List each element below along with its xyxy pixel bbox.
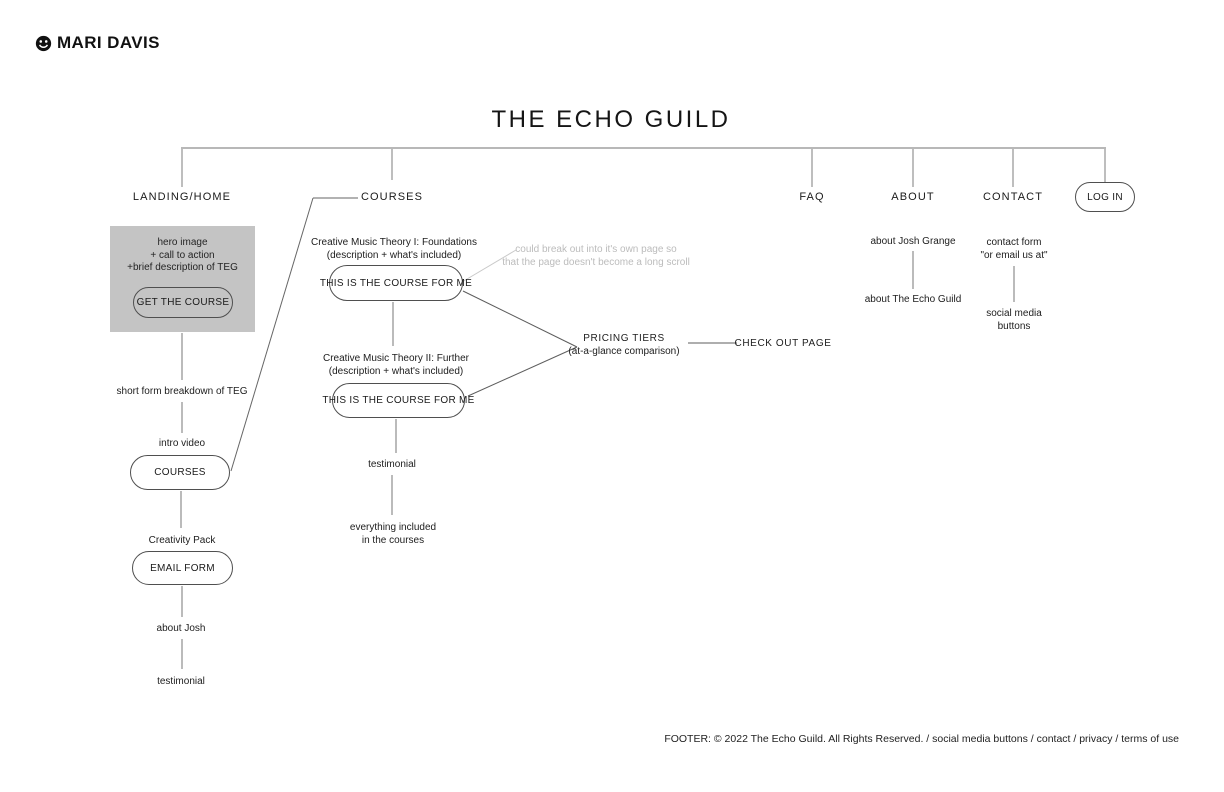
- contact-form-block: contact form "or email us at": [980, 237, 1047, 262]
- course1-block: Creative Music Theory I: Foundations (de…: [311, 237, 477, 262]
- landing-testimonial-label: testimonial: [157, 676, 205, 687]
- courses-testimonial-label: testimonial: [368, 459, 416, 470]
- landing-about-josh-label: about Josh: [156, 623, 206, 634]
- creativity-pack-label: Creativity Pack: [148, 535, 216, 546]
- smiley-icon: [35, 35, 52, 52]
- breakout-note-line-1: could break out into it's own page so: [515, 244, 677, 255]
- social-media-buttons-block: social media buttons: [986, 308, 1042, 333]
- course1-subtitle: (description + what's included): [326, 249, 462, 261]
- breakout-note-line-2: that the page doesn't become a long scro…: [502, 257, 690, 268]
- course1-title: Creative Music Theory I: Foundations: [310, 237, 478, 248]
- nav-contact: CONTACT: [982, 191, 1044, 203]
- course2-subtitle: (description + what's included): [328, 365, 464, 377]
- course1-cta-button[interactable]: THIS IS THE COURSE FOR ME: [320, 265, 472, 301]
- course1-to-pricing-line: [462, 290, 578, 348]
- hero-description: hero image + call to action +brief descr…: [127, 237, 238, 275]
- everything-included-label: everything included in the courses: [350, 522, 436, 547]
- breakout-note: could break out into it's own page so th…: [502, 243, 690, 269]
- social-media-line-1: social media: [986, 308, 1042, 319]
- nav-courses: COURSES: [360, 191, 424, 203]
- course2-title: Creative Music Theory II: Further: [323, 353, 469, 364]
- logo-text: MARI DAVIS: [57, 33, 160, 52]
- checkout-page-label: CHECK OUT PAGE: [734, 338, 832, 349]
- course2-to-pricing-line: [467, 346, 578, 397]
- page-title: THE ECHO GUILD: [491, 106, 731, 133]
- course2-cta-button[interactable]: THIS IS THE COURSE FOR ME: [322, 383, 474, 418]
- hero-section-box: hero image + call to action +brief descr…: [110, 226, 255, 332]
- get-the-course-button[interactable]: GET THE COURSE: [133, 287, 233, 318]
- contact-email-label: "or email us at": [980, 249, 1048, 261]
- logo: MARI DAVIS: [35, 33, 160, 53]
- hero-line-1: hero image: [157, 237, 208, 248]
- everything-included-line-1: everything included: [349, 522, 437, 533]
- course2-block: Creative Music Theory II: Further (descr…: [323, 353, 469, 378]
- nav-landing-home: LANDING/HOME: [132, 191, 232, 203]
- pricing-tiers-block: PRICING TIERS (at-a-glance comparison): [568, 333, 679, 358]
- everything-included-line-2: in the courses: [361, 534, 425, 546]
- contact-form-label: contact form: [986, 237, 1042, 248]
- email-form-button[interactable]: EMAIL FORM: [132, 551, 233, 585]
- about-josh-grange-label: about Josh Grange: [870, 236, 956, 247]
- landing-intro-video-label: intro video: [158, 438, 206, 449]
- landing-breakdown-label: short form breakdown of TEG: [116, 386, 248, 397]
- pricing-tiers-title: PRICING TIERS: [583, 333, 665, 344]
- pricing-tiers-subtitle: (at-a-glance comparison): [568, 345, 680, 357]
- hero-line-3: +brief description of TEG: [127, 262, 238, 273]
- login-button[interactable]: LOG IN: [1075, 182, 1135, 212]
- footer-note: FOOTER: © 2022 The Echo Guild. All Right…: [664, 733, 1179, 745]
- nav-faq: FAQ: [799, 191, 825, 203]
- hero-line-2: + call to action: [150, 249, 215, 261]
- about-the-echo-guild-label: about The Echo Guild: [864, 294, 962, 305]
- courses-button[interactable]: COURSES: [130, 455, 230, 490]
- nav-about: ABOUT: [891, 191, 935, 203]
- social-media-line-2: buttons: [997, 320, 1031, 332]
